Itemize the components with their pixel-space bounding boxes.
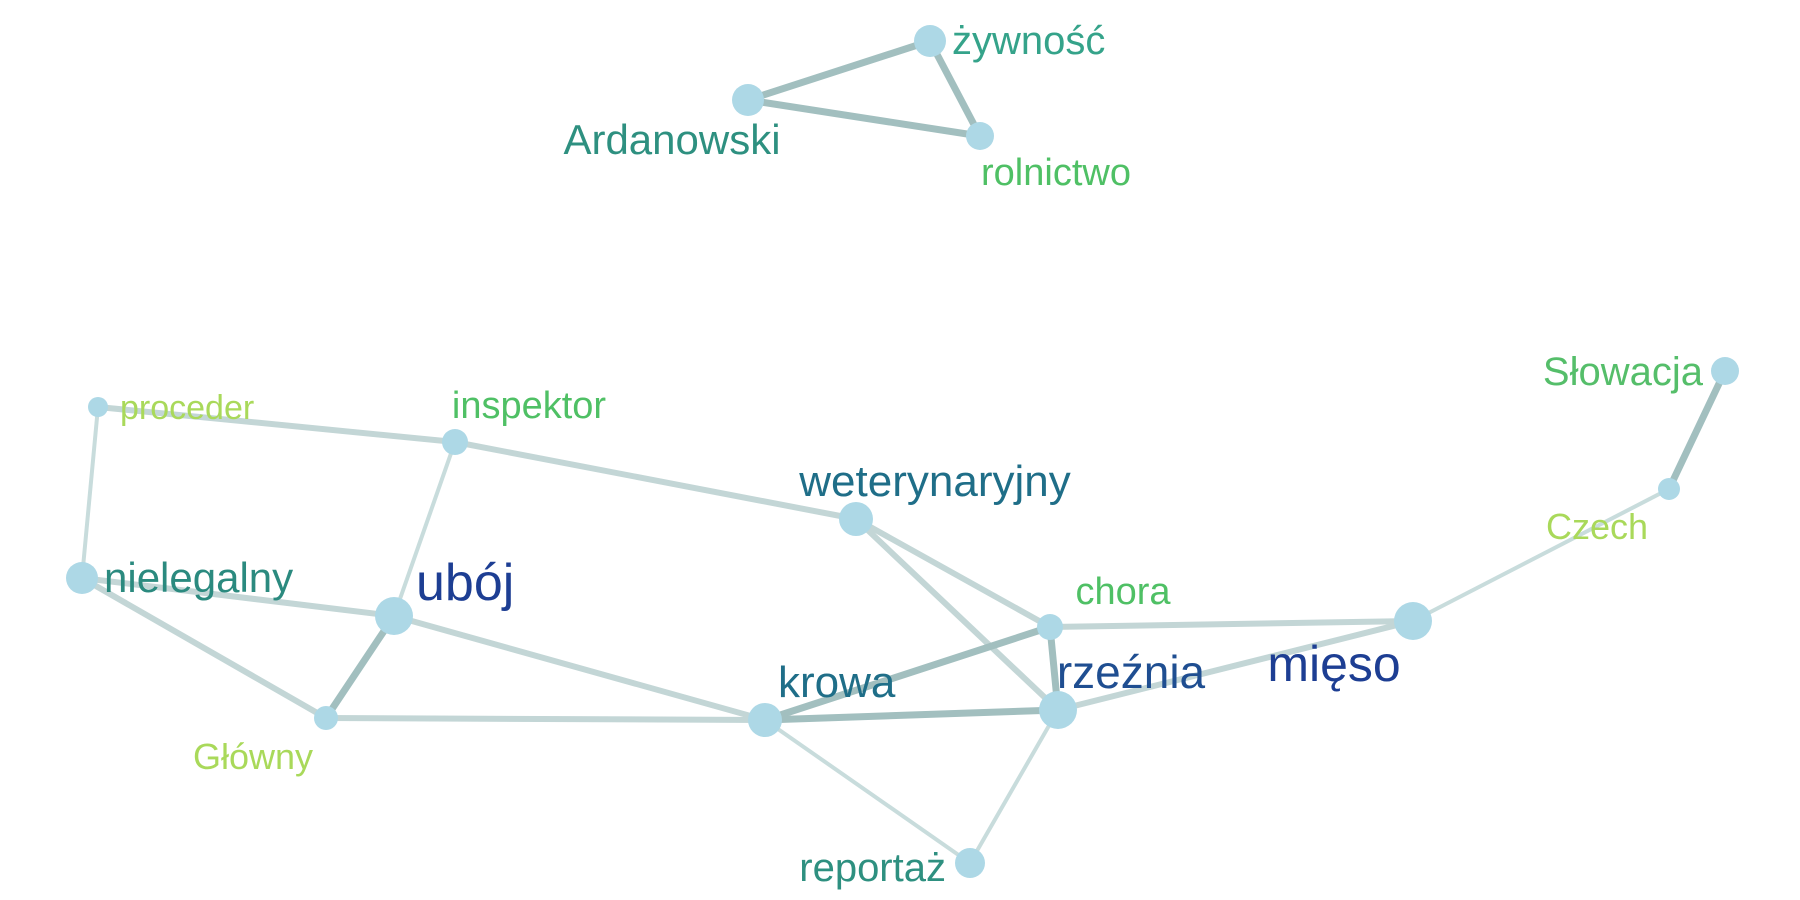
node-label-proceder: proceder <box>120 389 254 427</box>
edge-proceder-nielegalny <box>80 405 100 580</box>
node-label-mieso: mięso <box>1267 636 1400 692</box>
edge-mieso-rzeznia <box>1055 618 1416 713</box>
node-label-nielegalny: nielegalny <box>104 554 293 601</box>
edge-czech-mieso <box>1411 487 1671 623</box>
edge-ardanowski-zywnosc <box>744 37 934 104</box>
node-mieso <box>1394 602 1432 640</box>
node-proceder <box>88 397 108 417</box>
node-czech <box>1658 478 1680 500</box>
edge-inspektor-uboj <box>392 440 457 618</box>
nodes-layer <box>66 25 1739 878</box>
edges-layer <box>79 37 1729 865</box>
node-reportaz <box>955 848 985 878</box>
node-rolnictwo <box>966 122 994 150</box>
node-label-uboj: ubój <box>416 554 514 612</box>
node-krowa <box>748 703 782 737</box>
edge-krowa-glowny <box>323 715 768 723</box>
edge-rzeznia-reportaz <box>968 708 1060 865</box>
node-label-zywnosc: żywność <box>952 19 1105 63</box>
node-label-krowa: krowa <box>778 658 896 707</box>
edge-weterynaryjny-rzeznia <box>853 516 1061 713</box>
edge-nielegalny-glowny <box>79 575 329 721</box>
node-glowny <box>314 706 338 730</box>
edge-uboj-glowny <box>322 612 398 722</box>
node-label-slowacja: Słowacja <box>1543 350 1704 394</box>
node-chora <box>1037 614 1063 640</box>
node-label-glowny: Główny <box>193 736 313 777</box>
edge-proceder-inspektor <box>95 404 458 445</box>
edge-inspektor-weterynaryjny <box>452 439 859 522</box>
edge-chora-mieso <box>1047 618 1416 630</box>
node-label-rolnictwo: rolnictwo <box>981 152 1131 194</box>
edge-krowa-reportaz <box>763 718 972 865</box>
node-slowacja <box>1711 357 1739 385</box>
edge-weterynaryjny-chora <box>853 516 1053 630</box>
node-label-weterynaryjny: weterynaryjny <box>798 457 1070 506</box>
node-label-inspektor: inspektor <box>452 385 607 427</box>
edge-zywnosc-rolnictwo <box>926 37 984 140</box>
edge-uboj-krowa <box>391 613 768 723</box>
node-zywnosc <box>914 25 946 57</box>
node-uboj <box>375 597 413 635</box>
node-label-ardanowski: Ardanowski <box>563 116 780 163</box>
node-label-czech: Czech <box>1546 506 1648 547</box>
node-label-rzeznia: rzeźnia <box>1057 646 1206 698</box>
node-ardanowski <box>732 84 764 116</box>
edge-ardanowski-rolnictwo <box>744 96 984 140</box>
node-label-reportaz: reportaż <box>799 846 946 890</box>
node-label-chora: chora <box>1075 571 1171 613</box>
edge-nielegalny-uboj <box>79 575 397 619</box>
node-nielegalny <box>66 562 98 594</box>
edge-krowa-rzeznia <box>761 706 1062 724</box>
edge-slowacja-czech <box>1665 367 1729 493</box>
node-weterynaryjny <box>839 502 873 536</box>
node-inspektor <box>442 429 468 455</box>
edge-chora-krowa <box>761 623 1054 724</box>
node-rzeznia <box>1039 691 1077 729</box>
